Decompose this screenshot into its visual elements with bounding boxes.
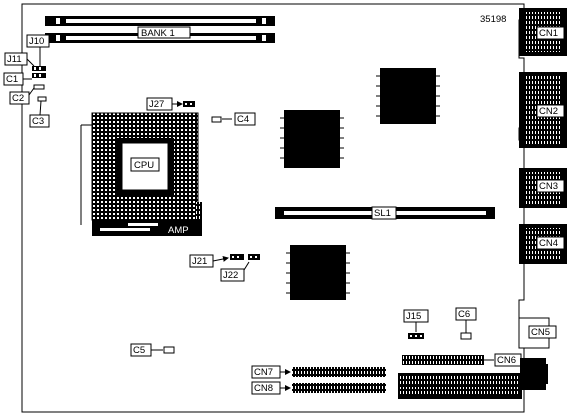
- c6-label: C6: [458, 309, 470, 320]
- cn5-label: CN5: [531, 327, 550, 338]
- capacitor-c2: C2: [9, 87, 35, 105]
- c2-label: C2: [12, 93, 24, 104]
- cn8-label: CN8: [254, 383, 273, 394]
- capacitor-c6: C6: [455, 307, 477, 340]
- jumper-j21: J21: [189, 254, 244, 268]
- j10-label: J10: [29, 36, 44, 47]
- cn3-label: CN3: [539, 181, 558, 192]
- header-cn6: CN6: [402, 353, 522, 367]
- connector-cn2: CN2: [519, 72, 567, 148]
- jumper-j22: J22: [220, 254, 260, 282]
- capacitor-c3: C3: [29, 100, 50, 128]
- memory-bank-1: BANK 1: [45, 16, 275, 43]
- bank-1-label: BANK 1: [141, 28, 175, 39]
- j11-label: J11: [7, 54, 22, 65]
- header-cn7: CN7: [251, 365, 386, 379]
- sl1-label: SL1: [374, 208, 391, 219]
- cn6-label: CN6: [497, 355, 516, 366]
- capacitor-c5: C5: [130, 343, 175, 357]
- jumper-j15: J15: [403, 309, 429, 339]
- j15-label: J15: [406, 311, 421, 322]
- c5-label: C5: [133, 345, 145, 356]
- cn7-label: CN7: [254, 367, 273, 378]
- j27-label: J27: [149, 99, 164, 110]
- header-cn8: CN8: [251, 381, 386, 395]
- slot-sl1: SL1: [275, 206, 495, 220]
- jumper-blocks-left: [32, 66, 47, 102]
- c3-label: C3: [32, 116, 44, 127]
- cpu-socket: CPU: [80, 112, 202, 225]
- chip-io-controller: [286, 245, 350, 300]
- c4-label: C4: [237, 114, 249, 125]
- j21-label: J21: [192, 256, 207, 267]
- jumper-j10: J10: [26, 34, 50, 66]
- connector-cn3: CN3: [519, 168, 567, 208]
- chip-southbridge: [280, 110, 344, 168]
- amp-lever: AMP: [92, 220, 202, 236]
- figure-id: 35198: [480, 14, 506, 25]
- jumper-j27: J27: [146, 97, 195, 111]
- chip-northbridge: [376, 68, 440, 124]
- cn4-label: CN4: [539, 238, 558, 249]
- j22-label: J22: [223, 270, 238, 281]
- cn1-label: CN1: [539, 28, 558, 39]
- amp-label: AMP: [168, 225, 189, 236]
- connector-block-bottom: [398, 358, 548, 399]
- cpu-label: CPU: [134, 160, 154, 171]
- c1-label: C1: [6, 74, 18, 85]
- cn2-label: CN2: [539, 106, 558, 117]
- jumper-j11: J11: [4, 52, 35, 67]
- capacitor-c4: C4: [211, 112, 256, 126]
- connector-cn5: CN5: [518, 317, 557, 349]
- capacitor-c1: C1: [3, 72, 32, 86]
- connector-cn4: CN4: [519, 224, 567, 264]
- connector-cn1: CN1: [519, 8, 567, 56]
